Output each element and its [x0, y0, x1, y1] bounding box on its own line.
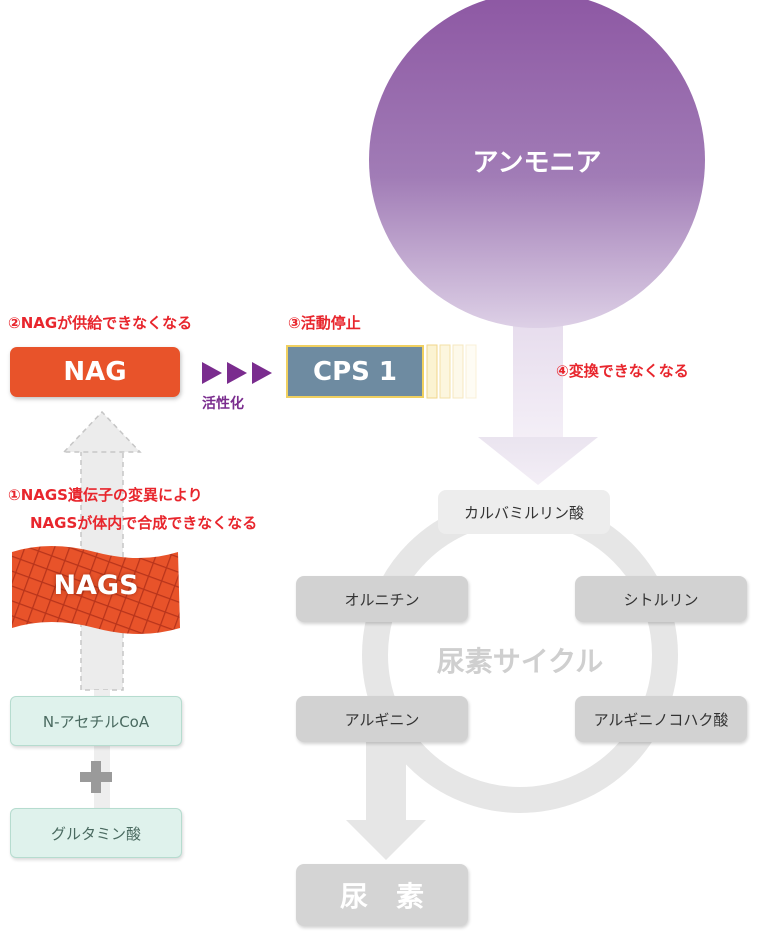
glutamate-box: グルタミン酸 [10, 808, 182, 858]
ammonia-label: アンモニア [472, 148, 602, 178]
ammonia-circle [369, 0, 705, 328]
nag-label: NAG [63, 357, 127, 387]
nag-note: ②NAGが供給できなくなる [8, 314, 193, 332]
conversion-note: ④変換できなくなる [556, 362, 689, 380]
activation-arrow-3 [252, 362, 272, 384]
ammonia-arrow-head [478, 437, 598, 485]
nag-box: NAG [10, 347, 180, 397]
cps-fade-stripes [426, 344, 477, 399]
nags-block [12, 546, 180, 634]
argininosuccinate-box: アルギニノコハク酸 [575, 696, 747, 742]
arginine-box: アルギニン [296, 696, 468, 742]
cps-box: CPS 1 [286, 345, 424, 398]
urea-cycle-title: 尿素サイクル [436, 645, 604, 678]
carbamoyl-phosphate-box: カルバミルリン酸 [438, 490, 610, 534]
acetyl-coa-box: N-アセチルCoA [10, 696, 182, 746]
activation-arrow-2 [227, 362, 247, 384]
nags-note-line1: ①NAGS遺伝子の変異により [8, 486, 203, 504]
urea-arrow-head [346, 820, 426, 860]
citrulline-box: シトルリン [575, 576, 747, 622]
cps-note: ③活動停止 [288, 314, 361, 332]
activation-arrow-1 [202, 362, 222, 384]
nags-note-line2: NAGSが体内で合成できなくなる [30, 514, 258, 532]
nags-label: NAGS [53, 570, 139, 601]
cps-label: CPS 1 [312, 356, 397, 387]
activation-label: 活性化 [202, 396, 244, 412]
nags-to-nag-arrow-head [62, 410, 142, 453]
plus-icon [80, 761, 112, 793]
urea-box: 尿 素 [296, 864, 468, 926]
ornithine-box: オルニチン [296, 576, 468, 622]
